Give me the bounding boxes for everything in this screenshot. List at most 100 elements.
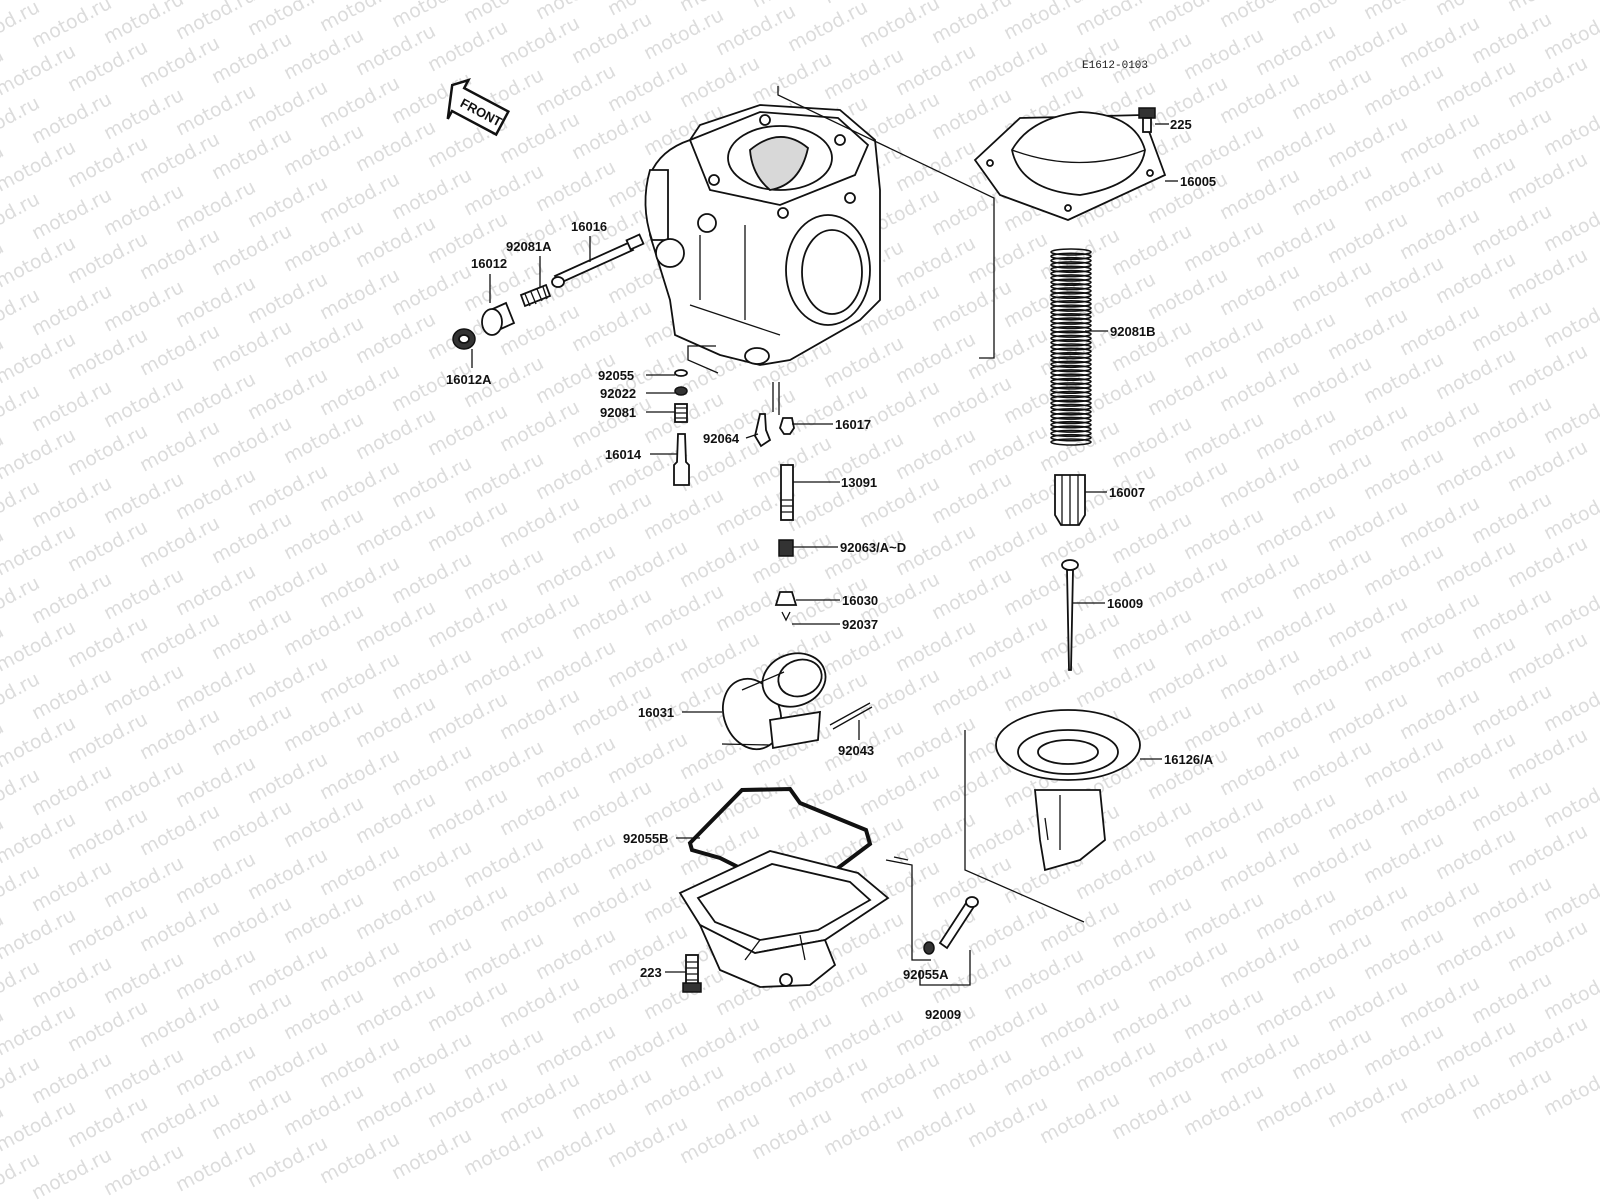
watermark-text: motod.ru [1252, 1076, 1339, 1136]
spring-coil [1050, 399, 1092, 407]
watermark-text: motod.ru [28, 568, 115, 628]
spring-coil [1050, 321, 1092, 330]
watermark-text: motod.ru [388, 932, 475, 992]
spring-coil [1050, 438, 1092, 446]
watermark-text: motod.ru [1396, 300, 1483, 360]
spring-coil [1050, 304, 1092, 312]
watermark-text: motod.ru [244, 364, 331, 424]
spring-coil [1050, 330, 1092, 338]
watermark-text: motod.ru [964, 1092, 1051, 1152]
watermark-text: motod.ru [1180, 888, 1267, 948]
watermark-text: motod.ru [172, 368, 259, 428]
watermark-text: motod.ru [1108, 604, 1195, 664]
watermark-text: motod.ru [1180, 120, 1267, 180]
watermark-text: motod.ru [172, 272, 259, 332]
watermark-text: motod.ru [1540, 4, 1600, 64]
watermark-text: motod.ru [1108, 28, 1195, 88]
watermark-text: motod.ru [604, 536, 691, 596]
watermark-text: motod.ru [28, 952, 115, 1012]
watermark-text: motod.ru [1324, 496, 1411, 556]
watermark-text: motod.ru [1324, 784, 1411, 844]
drain-screw-group [885, 859, 979, 986]
watermark-text: motod.ru [172, 560, 259, 620]
watermark-text: motod.ru [892, 712, 979, 772]
watermark-text: motod.ru [1396, 972, 1483, 1032]
watermark-text: motod.ru [892, 40, 979, 100]
watermark-text: motod.ru [892, 616, 979, 676]
spring-coil [1050, 295, 1092, 304]
label-92064: 92064 [703, 431, 740, 446]
watermark-text: motod.ru [532, 828, 619, 888]
watermark-text: motod.ru [1252, 212, 1339, 272]
label-92055: 92055 [598, 368, 634, 383]
watermark-text: motod.ru [100, 660, 187, 720]
watermark-text: motod.ru [892, 136, 979, 196]
watermark-text: motod.ru [1252, 116, 1339, 176]
watermark-text: motod.ru [532, 636, 619, 696]
watermark-text: motod.ru [460, 448, 547, 508]
watermark-text: motod.ru [100, 276, 187, 336]
spring-coil [1050, 317, 1092, 325]
watermark-text: motod.ru [460, 832, 547, 892]
label-92063-a-d: 92063/A~D [840, 540, 906, 555]
watermark-text: motod.ru [892, 232, 979, 292]
guide-line [964, 730, 1085, 923]
watermark-text: motod.ru [820, 812, 907, 872]
watermark-text: motod.ru [100, 852, 187, 912]
needle-jet-group [754, 382, 798, 622]
watermark-text: motod.ru [1180, 984, 1267, 1044]
watermark-text: motod.ru [460, 1120, 547, 1180]
spring-coil [1050, 308, 1092, 317]
watermark-text: motod.ru [316, 360, 403, 420]
watermark-text: motod.ru [1180, 312, 1267, 372]
watermark-text: motod.ru [1252, 596, 1339, 656]
watermark-text: motod.ru [748, 1008, 835, 1068]
watermark-text: motod.ru [1252, 692, 1339, 752]
spring-coil [1050, 416, 1092, 425]
label-16126A: 16126/A [1164, 752, 1214, 767]
watermark-text: motod.ru [244, 1132, 331, 1192]
watermark-text: motod.ru [1468, 872, 1555, 932]
watermark-text: motod.ru [1540, 772, 1600, 832]
watermark-text: motod.ru [1396, 204, 1483, 264]
watermark-text: motod.ru [244, 652, 331, 712]
watermark-text: motod.ru [460, 928, 547, 988]
watermark-text: motod.ru [1108, 220, 1195, 280]
watermark-text: motod.ru [316, 1032, 403, 1092]
watermark-text: motod.ru [1036, 608, 1123, 668]
label-16014: 16014 [605, 447, 642, 462]
watermark-text: motod.ru [1108, 1084, 1195, 1144]
watermark-text: motod.ru [1324, 688, 1411, 748]
watermark-text: motod.ru [460, 736, 547, 796]
diaphragm [995, 709, 1141, 872]
watermark-text: motod.ru [172, 176, 259, 236]
watermark-text: motod.ru [1540, 196, 1600, 256]
watermark-text: motod.ru [28, 856, 115, 916]
watermark-text: motod.ru [316, 264, 403, 324]
spring-coil [1050, 334, 1092, 343]
watermark-text: motod.ru [460, 544, 547, 604]
label-16030: 16030 [842, 593, 878, 608]
watermark-text: motod.ru [388, 452, 475, 512]
watermark-text: motod.ru [1468, 488, 1555, 548]
watermark-text: motod.ru [1468, 680, 1555, 740]
spring-coil [1050, 256, 1092, 265]
spring-coil [1050, 420, 1092, 429]
watermark-text: motod.ru [1108, 892, 1195, 952]
watermark-text: motod.ru [532, 1020, 619, 1080]
spring-coil [1050, 278, 1092, 287]
watermark-text: motod.ru [1468, 1064, 1555, 1124]
spring-coil [1050, 386, 1092, 394]
spring-coil [1050, 261, 1092, 269]
watermark-text: motod.ru [388, 548, 475, 608]
spring-coil [1050, 395, 1092, 403]
watermark-text: motod.ru [172, 944, 259, 1004]
watermark-text: motod.ru [1108, 508, 1195, 568]
watermark-text: motod.ru [1324, 208, 1411, 268]
watermark-text: motod.ru [244, 172, 331, 232]
watermark-text: motod.ru [388, 1124, 475, 1184]
watermark-text: motod.ru [748, 1104, 835, 1164]
watermark-text: motod.ru [1252, 404, 1339, 464]
label-225: 225 [1170, 117, 1192, 132]
label-92009: 92009 [925, 1007, 961, 1022]
